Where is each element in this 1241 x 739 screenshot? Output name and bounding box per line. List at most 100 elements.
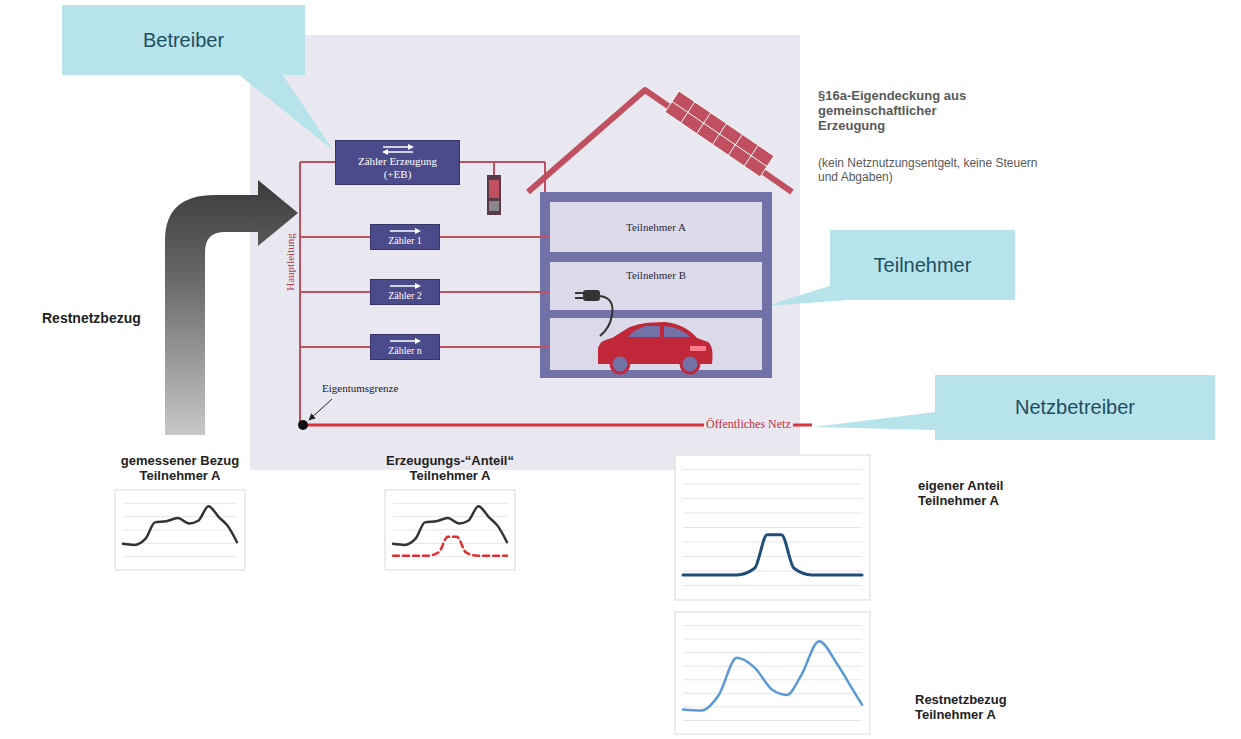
illustration-part xyxy=(600,296,613,336)
solar-panel xyxy=(665,91,774,177)
illustration-part xyxy=(683,542,862,543)
line-chart xyxy=(115,490,245,570)
line-chart xyxy=(385,490,515,570)
supply-arrow xyxy=(165,180,298,435)
illustration-part xyxy=(440,346,550,348)
direction-arrow xyxy=(388,283,422,290)
illustration-part xyxy=(300,346,370,348)
solar-panel-grid xyxy=(672,102,767,167)
illustration-part xyxy=(675,612,870,734)
illustration-part xyxy=(683,652,862,653)
chart-title: Erzeugungs-“Anteil“ Teilnehmer A xyxy=(370,453,530,483)
illustration-part xyxy=(300,291,370,293)
battery xyxy=(487,175,501,215)
floor xyxy=(550,202,762,252)
chart-title: Restnetzbezug Teilnehmer A xyxy=(915,692,1035,722)
illustration-part xyxy=(683,556,862,557)
apartment-floor: Teilnehmer A xyxy=(550,202,762,252)
illustration-part xyxy=(123,556,237,557)
meter-label: Zähler n xyxy=(388,345,422,357)
boundary-dot xyxy=(298,420,308,430)
line-chart xyxy=(675,612,870,734)
illustration-part xyxy=(544,162,546,192)
illustration-part xyxy=(672,102,767,167)
illustration-part xyxy=(300,236,370,238)
callout-box: Betreiber xyxy=(62,5,305,75)
note-text: (kein Netznutzungsentgelt, keine Steuern… xyxy=(818,156,1058,184)
meter-box: Zähler 1 xyxy=(370,224,440,250)
illustration-part xyxy=(683,527,862,528)
illustration-part xyxy=(123,506,237,545)
meter-box: Zähler 2 xyxy=(370,279,440,305)
callout-box: Netzbetreiber xyxy=(935,375,1215,440)
illustration-part xyxy=(683,641,862,710)
meter-label: Zähler Erzeugung xyxy=(358,155,437,168)
meter-label: Zähler 2 xyxy=(388,290,422,302)
illustration-part xyxy=(487,175,501,215)
illustration-part xyxy=(575,292,583,294)
illustration-part xyxy=(460,161,545,163)
callout-pointer xyxy=(238,74,333,150)
illustration-part xyxy=(123,530,237,531)
illustration-part xyxy=(393,537,507,556)
illustration-part xyxy=(628,326,660,337)
grid-label: Öffentliches Netz xyxy=(704,417,793,432)
illustration-part xyxy=(683,666,862,667)
apartment-floor: Teilnehmer B xyxy=(550,262,762,310)
house-body xyxy=(540,192,772,378)
wiring xyxy=(300,162,550,425)
line-chart xyxy=(675,455,870,600)
illustration-part xyxy=(611,355,629,373)
illustration-part xyxy=(683,484,862,485)
meter-box: Zähler Erzeugung(+EB) xyxy=(335,140,460,185)
illustration-part xyxy=(575,297,583,299)
node-label: Teilnehmer B xyxy=(626,269,686,281)
illustration-part xyxy=(393,530,507,531)
boundary-label: Eigentumsgrenze xyxy=(322,382,398,394)
illustration-part xyxy=(683,585,862,586)
illustration-part xyxy=(683,513,862,514)
callout-pointer xyxy=(813,412,936,430)
illustration-part xyxy=(115,490,245,570)
illustration-part xyxy=(300,161,335,163)
flow-label: Restnetzbezug xyxy=(42,310,141,326)
floor xyxy=(550,262,762,310)
chart-title: gemessener Bezug Teilnehmer A xyxy=(110,453,250,483)
callout-text: Betreiber xyxy=(143,29,224,52)
illustration-part xyxy=(583,290,600,301)
illustration-part xyxy=(683,498,862,499)
illustration-part xyxy=(493,162,495,175)
illustration-part xyxy=(683,469,862,470)
meter-box: Zähler n xyxy=(370,334,440,360)
meter-label: Zähler 1 xyxy=(388,235,422,247)
direction-arrow xyxy=(388,338,422,345)
illustration-part xyxy=(683,571,862,572)
direction-arrow xyxy=(388,228,422,235)
illustration-part xyxy=(385,490,515,570)
illustration-part xyxy=(675,455,870,600)
callout-box: Teilnehmer xyxy=(830,230,1015,300)
illustration-part xyxy=(393,506,507,545)
illustration-part xyxy=(683,625,862,626)
roof xyxy=(528,90,792,192)
illustration-part xyxy=(664,326,690,337)
wire-connector xyxy=(440,291,550,293)
meter-label: (+EB) xyxy=(384,168,412,181)
illustration-part xyxy=(123,503,237,504)
callout-text: Teilnehmer xyxy=(874,254,972,277)
illustration-part xyxy=(681,355,699,373)
node-label: Teilnehmer A xyxy=(626,221,686,233)
main-line xyxy=(299,162,301,425)
illustration-part xyxy=(690,346,706,351)
illustration-part xyxy=(683,639,862,640)
wire-connector xyxy=(440,236,550,238)
charts xyxy=(115,455,870,734)
chart-title: eigener Anteil Teilnehmer A xyxy=(918,478,1038,508)
callout-text: Netzbetreiber xyxy=(1015,396,1135,419)
electric-car xyxy=(598,322,713,373)
illustration-part xyxy=(489,180,499,198)
